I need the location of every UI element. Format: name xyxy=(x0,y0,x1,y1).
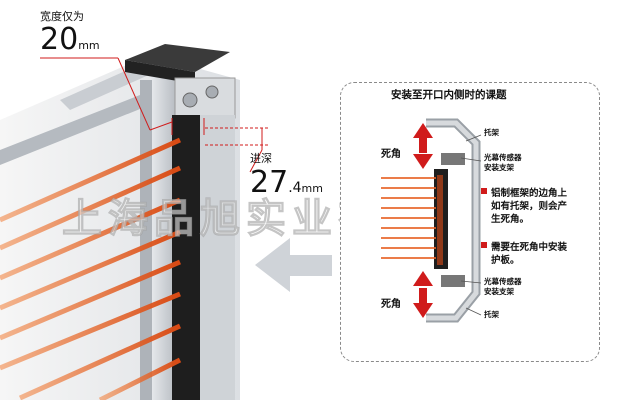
light-beams xyxy=(0,137,182,400)
note-frame-corner: 铝制框架的边角上 如有托架，则会产 生死角。 xyxy=(481,187,567,226)
depth-value: 27.4mm xyxy=(250,165,323,200)
mount-cap xyxy=(125,44,230,72)
aluminum-frame-post xyxy=(150,60,175,400)
dead-zone-label-bottom: 死角 xyxy=(381,299,401,310)
callout-diagram xyxy=(381,118,482,323)
bracket-label-bottom: 托架 xyxy=(484,310,499,319)
depth-label: 进深 xyxy=(250,152,272,165)
light-curtain-sensor xyxy=(172,115,204,400)
sensor-mount-label-top: 光幕传感器安装支架 xyxy=(484,153,522,172)
bracket-label-top: 托架 xyxy=(484,128,499,137)
sensor-mount-label-bottom: 光幕传感器安装支架 xyxy=(484,277,522,296)
width-value: 20mm xyxy=(40,22,100,57)
note-guard-plate: 需要在死角中安装 护板。 xyxy=(481,241,567,267)
dead-zone-arrow-bottom xyxy=(413,271,433,318)
issue-callout-panel: 安装至开口内侧时的课题 死角 死角 托架 光幕传感器安装支架 铝制框架的边角上 … xyxy=(340,82,600,362)
dead-zone-arrow-top xyxy=(413,123,433,169)
dead-zone-label-top: 死角 xyxy=(381,149,401,160)
direction-arrow xyxy=(255,238,332,292)
width-label: 宽度仅为 xyxy=(40,10,84,23)
callout-title: 安装至开口内侧时的课题 xyxy=(391,89,507,101)
